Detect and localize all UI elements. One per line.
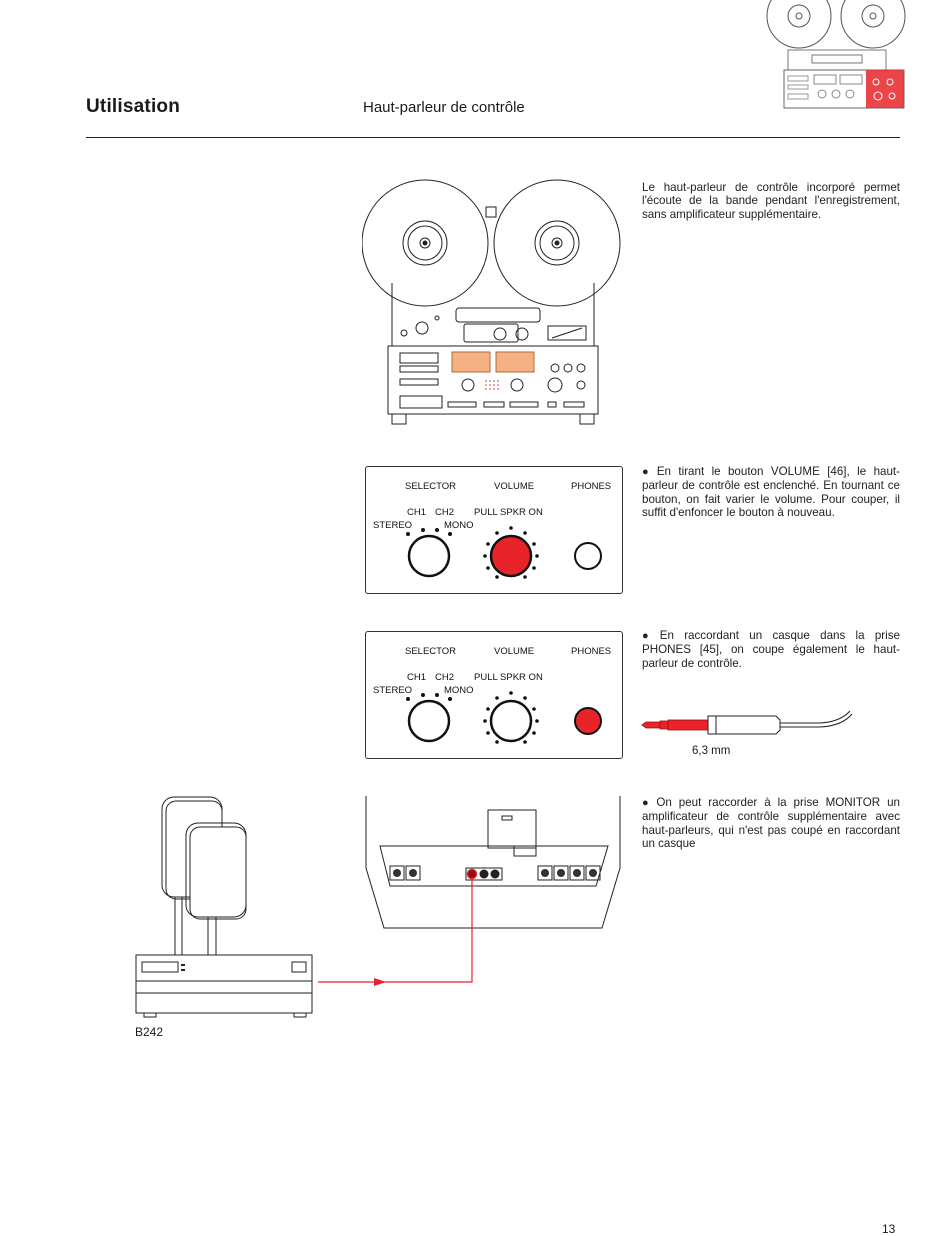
volume-paragraph: En tirant le bouton VOLUME [46], le haut… xyxy=(642,465,900,520)
section-title: Utilisation xyxy=(86,96,181,117)
mono-label: MONO xyxy=(444,520,474,531)
mono-label: MONO xyxy=(444,685,474,696)
monitor-connection-line xyxy=(318,878,473,986)
phones-jack xyxy=(574,542,602,570)
volume-knob xyxy=(489,699,533,743)
selector-label: SELECTOR xyxy=(405,481,457,492)
pull-spkr-label: PULL SPKR ON xyxy=(474,672,543,683)
stereo-label: STEREO xyxy=(373,685,413,696)
phones-label: PHONES xyxy=(571,481,612,492)
ch2-label: CH2 xyxy=(435,672,455,683)
header-rule xyxy=(86,137,900,138)
panel-knobs xyxy=(406,526,602,579)
pull-spkr-label: PULL SPKR ON xyxy=(474,507,543,518)
panel-knobs xyxy=(406,691,602,744)
control-panel-volume: SELECTOR VOLUME PHONES CH1 CH2 PULL SPKR… xyxy=(365,466,623,594)
device-thumbnail xyxy=(766,0,906,109)
rear-panel-illustration xyxy=(365,796,621,929)
ch1-label: CH1 xyxy=(407,507,427,518)
control-panel-phones: SELECTOR VOLUME PHONES CH1 CH2 PULL SPKR… xyxy=(365,631,623,759)
tape-recorder-illustration xyxy=(362,179,621,425)
headphone-plug-icon xyxy=(641,710,853,735)
intro-paragraph: Le haut-parleur de contrôle incorporé pe… xyxy=(642,181,900,221)
jack-size-label: 6,3 mm xyxy=(692,745,731,757)
section-subtitle: Haut-parleur de contrôle xyxy=(363,99,525,116)
amplifier-model-label: B242 xyxy=(135,1025,164,1039)
ch2-label: CH2 xyxy=(435,507,455,518)
selector-knob xyxy=(407,534,451,578)
stereo-label: STEREO xyxy=(373,520,413,531)
phones-label: PHONES xyxy=(571,646,612,657)
monitor-paragraph: On peut raccorder à la prise MONITOR un … xyxy=(642,796,900,851)
volume-label: VOLUME xyxy=(494,481,535,492)
phones-paragraph: En raccordant un casque dans la prise PH… xyxy=(642,629,900,670)
page-number: 13 xyxy=(882,1222,896,1236)
volume-knob-highlighted xyxy=(489,534,533,578)
monitor-speakers-illustration xyxy=(135,796,313,1018)
selector-knob xyxy=(407,699,451,743)
selector-label: SELECTOR xyxy=(405,646,457,657)
volume-label: VOLUME xyxy=(494,646,535,657)
ch1-label: CH1 xyxy=(407,672,427,683)
phones-jack-highlighted xyxy=(574,707,602,735)
